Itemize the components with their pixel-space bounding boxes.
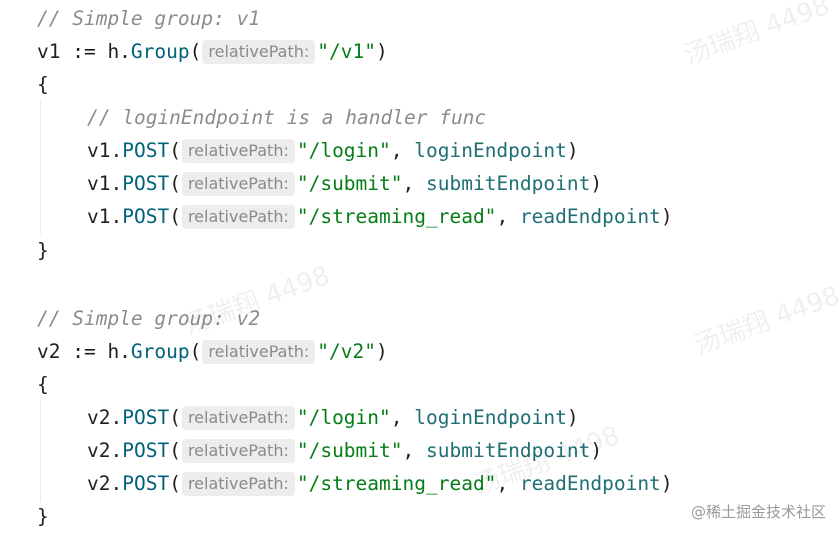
open-paren: ( — [169, 205, 181, 228]
string-literal: "/login" — [296, 139, 391, 162]
brand-watermark: @稀土掘金技术社区 — [690, 503, 826, 521]
close-paren: ) — [375, 40, 388, 63]
parameter-hint: relativePath: — [181, 205, 295, 229]
code-line-route: v1.POST(relativePath:"/streaming_read", … — [87, 200, 673, 233]
code-line-group-v2: v2 := h.Group(relativePath:"/v2") — [37, 335, 388, 368]
watermark: 汤瑞翔 4498 — [690, 280, 840, 362]
open-brace: { — [37, 373, 49, 396]
separator: , — [496, 205, 520, 228]
function-name: POST — [122, 139, 170, 162]
string-literal: "/streaming_read" — [296, 472, 497, 495]
code-token: v2. — [87, 439, 123, 462]
function-name: POST — [122, 439, 170, 462]
string-literal: "/v1" — [317, 40, 376, 63]
function-name: POST — [122, 172, 170, 195]
separator: , — [402, 172, 426, 195]
handler-name: loginEndpoint — [414, 139, 567, 162]
code-comment: // Simple group: v2 — [37, 307, 261, 330]
code-line-group-v1: v1 := h.Group(relativePath:"/v1") — [37, 35, 388, 68]
string-literal: "/login" — [296, 406, 391, 429]
separator: , — [496, 472, 520, 495]
handler-name: submitEndpoint — [426, 439, 591, 462]
handler-name: readEndpoint — [519, 205, 661, 228]
handler-name: loginEndpoint — [414, 406, 567, 429]
parameter-hint: relativePath: — [202, 340, 316, 364]
parameter-hint: relativePath: — [202, 40, 316, 64]
close-paren: ) — [660, 472, 673, 495]
code-comment: // Simple group: v1 — [37, 7, 261, 30]
close-paren: ) — [590, 439, 603, 462]
code-line-route: v2.POST(relativePath:"/streaming_read", … — [87, 467, 673, 500]
string-literal: "/streaming_read" — [296, 205, 497, 228]
close-paren: ) — [566, 406, 579, 429]
string-literal: "/submit" — [296, 172, 403, 195]
open-paren: ( — [169, 472, 181, 495]
parameter-hint: relativePath: — [181, 439, 295, 463]
parameter-hint: relativePath: — [181, 139, 295, 163]
open-paren: ( — [169, 172, 181, 195]
function-name: Group — [130, 340, 190, 363]
function-name: POST — [122, 406, 170, 429]
close-brace: } — [37, 505, 49, 528]
code-token: v2. — [87, 406, 123, 429]
code-line-route: v1.POST(relativePath:"/submit", submitEn… — [87, 167, 602, 200]
code-token: v1 := h. — [37, 40, 131, 63]
open-paren: ( — [169, 439, 181, 462]
open-paren: ( — [169, 139, 181, 162]
watermark: 汤瑞翔 4498 — [680, 0, 834, 72]
parameter-hint: relativePath: — [181, 472, 295, 496]
string-literal: "/v2" — [317, 340, 376, 363]
handler-name: readEndpoint — [519, 472, 661, 495]
code-token: v2. — [87, 472, 123, 495]
open-paren: ( — [189, 40, 202, 63]
indent-guide — [40, 400, 41, 502]
code-token: v1. — [87, 172, 123, 195]
open-paren: ( — [169, 406, 181, 429]
code-token: v1. — [87, 205, 123, 228]
open-brace: { — [37, 73, 49, 96]
indent-guide — [40, 100, 41, 234]
separator: , — [390, 139, 415, 162]
code-line-route: v1.POST(relativePath:"/login", loginEndp… — [87, 134, 579, 167]
string-literal: "/submit" — [296, 439, 403, 462]
close-paren: ) — [590, 172, 603, 195]
open-paren: ( — [189, 340, 202, 363]
code-comment: // loginEndpoint is a handler func — [87, 106, 487, 129]
function-name: POST — [122, 205, 170, 228]
separator: , — [390, 406, 415, 429]
code-line-route: v2.POST(relativePath:"/login", loginEndp… — [87, 401, 579, 434]
function-name: POST — [122, 472, 170, 495]
code-token: v2 := h. — [37, 340, 131, 363]
function-name: Group — [130, 40, 190, 63]
separator: , — [402, 439, 426, 462]
close-paren: ) — [660, 205, 673, 228]
code-line-route: v2.POST(relativePath:"/submit", submitEn… — [87, 434, 602, 467]
close-brace: } — [37, 239, 49, 262]
parameter-hint: relativePath: — [181, 172, 295, 196]
parameter-hint: relativePath: — [181, 406, 295, 430]
handler-name: submitEndpoint — [426, 172, 591, 195]
close-paren: ) — [566, 139, 579, 162]
close-paren: ) — [375, 340, 388, 363]
code-token: v1. — [87, 139, 123, 162]
